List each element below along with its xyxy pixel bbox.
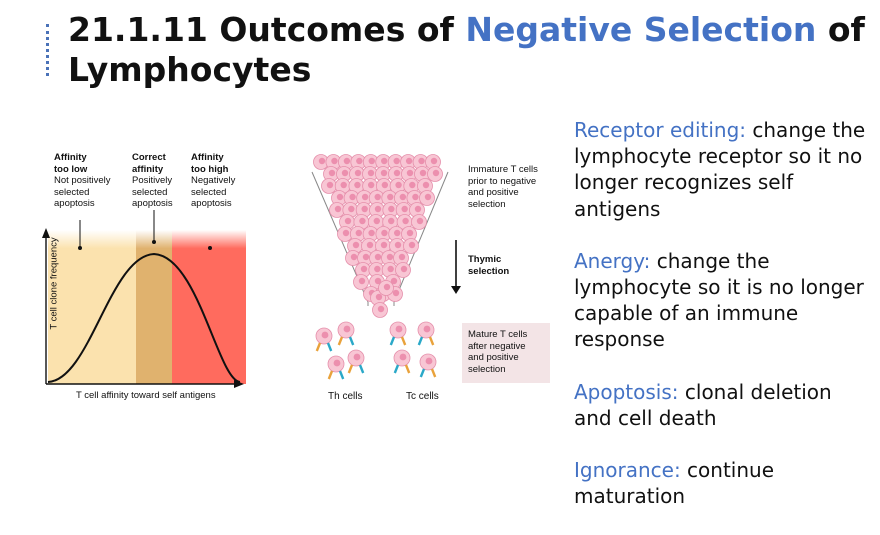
outcomes-list: Receptor editing: change the lymphocyte … <box>574 117 874 535</box>
outcome-ignorance: Ignorance: continue maturation <box>574 458 775 509</box>
outcome-receptor-editing: Receptor editing: change the lymphocyte … <box>574 118 866 221</box>
tc-cells-label: Tc cells <box>406 391 439 402</box>
funnel-illustration <box>311 154 449 380</box>
immature-cells-cluster <box>313 154 443 318</box>
mature-cells <box>315 321 437 380</box>
outcome-apoptosis: Apoptosis: clonal deletion and cell deat… <box>574 379 832 430</box>
zone-correct <box>136 230 172 384</box>
mature-label-box <box>462 323 550 383</box>
th-cells-label: Th cells <box>328 391 363 402</box>
outcome-anergy: Anergy: change the lymphocyte so it is n… <box>574 248 864 352</box>
zone-too-low <box>48 230 136 384</box>
zone-too-high <box>172 230 246 384</box>
x-axis-label: T cell affinity toward self antigens <box>76 390 216 401</box>
curve-plot <box>42 210 246 388</box>
slide-title: 21.1.11 Outcomes of Negative Selection o… <box>68 10 865 89</box>
title-accent-bar <box>46 24 52 76</box>
down-arrow-icon <box>451 240 461 294</box>
y-axis-label: T cell clone frequency <box>48 237 60 330</box>
